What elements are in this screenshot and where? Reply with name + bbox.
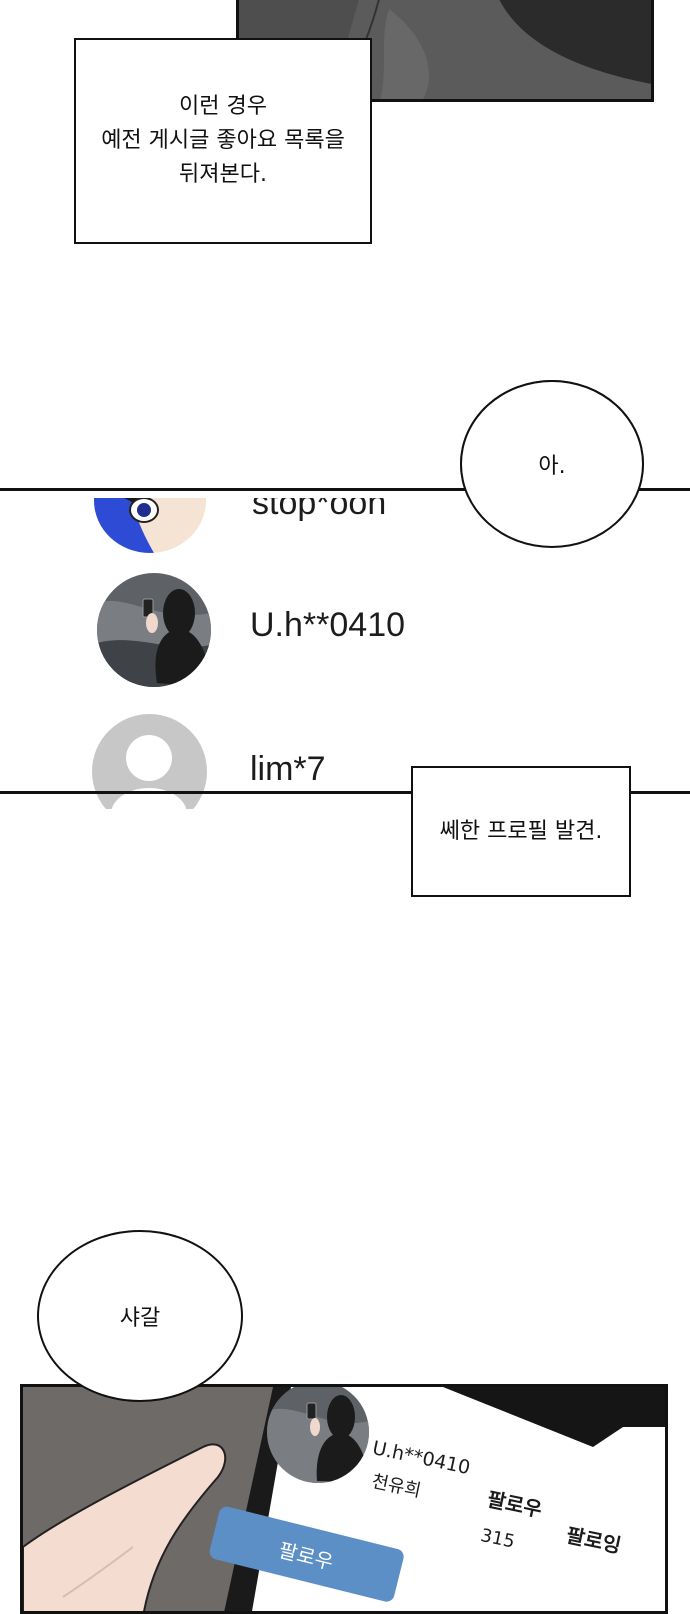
speech-bubble-b: 샤갈: [37, 1230, 243, 1402]
speech-bubble-b-text: 샤갈: [119, 1306, 161, 1331]
username-row-2[interactable]: U.h**0410: [250, 606, 406, 644]
narration-line-2: 예전 게시글 좋아요 목록을: [101, 128, 345, 153]
divider-bottom: [0, 791, 690, 794]
speech-bubble-a-overlay: 아.: [460, 380, 644, 548]
username-row-3[interactable]: lim*7: [250, 750, 326, 788]
default-avatar-icon: [111, 735, 187, 809]
phone-panel: U.h**0410 천유희 팔로우 315 팔로잉 팔로우: [20, 1384, 668, 1614]
avatar-row-1[interactable]: [94, 498, 206, 553]
narration-line-3: 뒤져본다.: [179, 162, 267, 187]
avatar-row-3[interactable]: [92, 714, 207, 809]
narration-box-mid: 쎄한 프로필 발견.: [411, 766, 631, 897]
phone-profile-avatar[interactable]: [267, 1387, 369, 1483]
phone-follow-button-label: 팔로우: [276, 1537, 336, 1574]
liked-list-panel: stop*oon U.h**0410 lim*7: [0, 498, 690, 809]
narration-box-top: 이런 경우 예전 게시글 좋아요 목록을 뒤져본다.: [74, 38, 372, 244]
narration-mid-text: 쎄한 프로필 발견.: [439, 818, 603, 844]
username-row-1[interactable]: stop*oon: [252, 498, 387, 522]
speech-bubble-a-overlay-text: 아.: [538, 454, 566, 479]
narration-line-1: 이런 경우: [179, 94, 267, 119]
avatar-row-2[interactable]: [97, 573, 211, 687]
divider-top: [0, 488, 690, 491]
